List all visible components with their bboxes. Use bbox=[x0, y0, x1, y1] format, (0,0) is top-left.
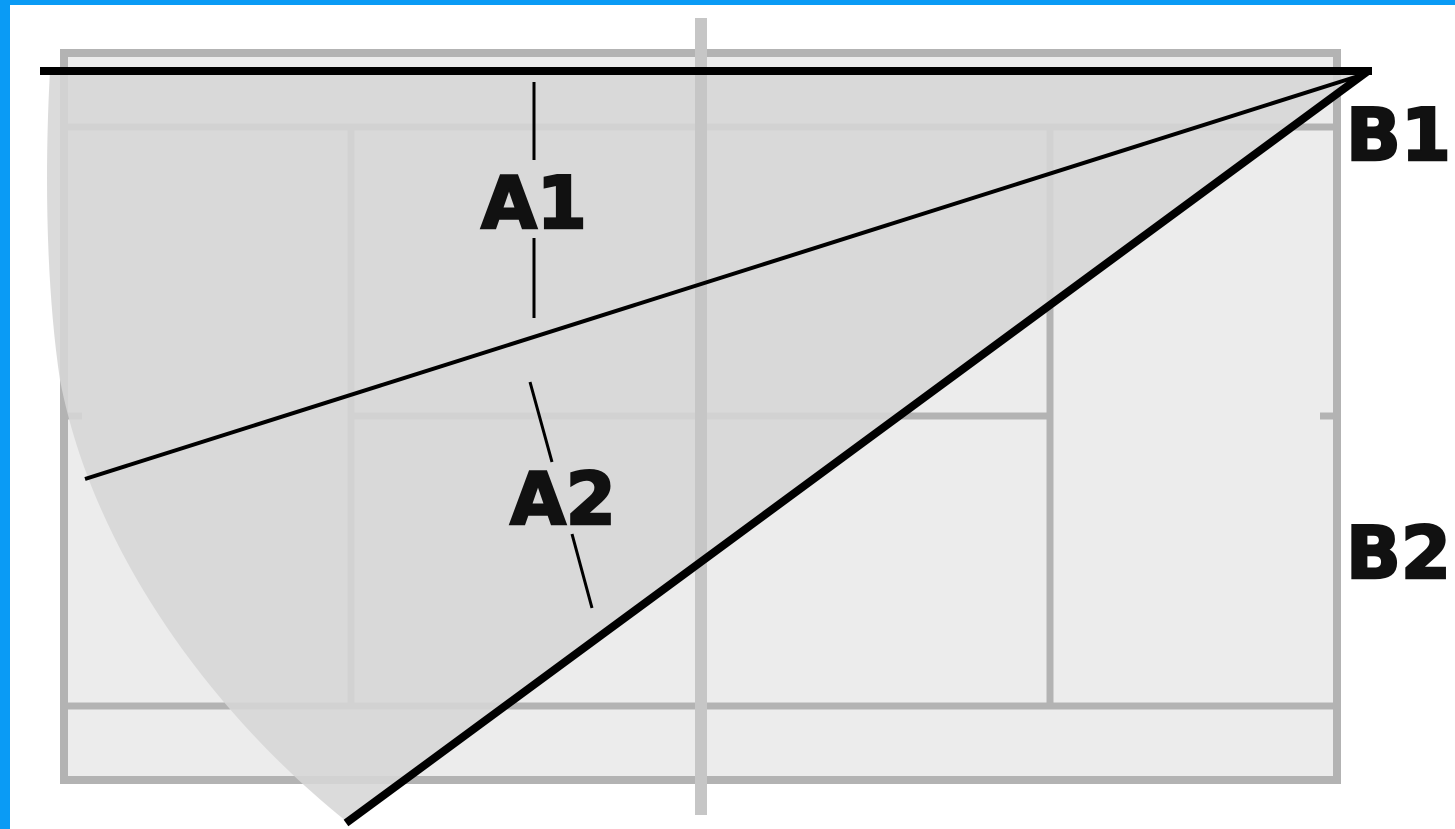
bisector-line bbox=[84, 71, 1369, 481]
arc-segment-a2-top bbox=[528, 381, 554, 463]
label-b2: B2 bbox=[1346, 511, 1451, 595]
angle-arc bbox=[528, 82, 594, 609]
arc-segment-a2-bottom bbox=[570, 533, 594, 609]
diagram-frame: A1 A2 B1 B2 bbox=[10, 5, 1455, 829]
court-diagram: A1 A2 B1 B2 bbox=[40, 18, 1452, 827]
label-a2: A2 bbox=[510, 457, 616, 541]
label-a1: A1 bbox=[481, 161, 587, 245]
angle-lines bbox=[40, 67, 1372, 827]
label-b1: B1 bbox=[1346, 93, 1451, 177]
lower-boundary-line bbox=[343, 67, 1371, 827]
